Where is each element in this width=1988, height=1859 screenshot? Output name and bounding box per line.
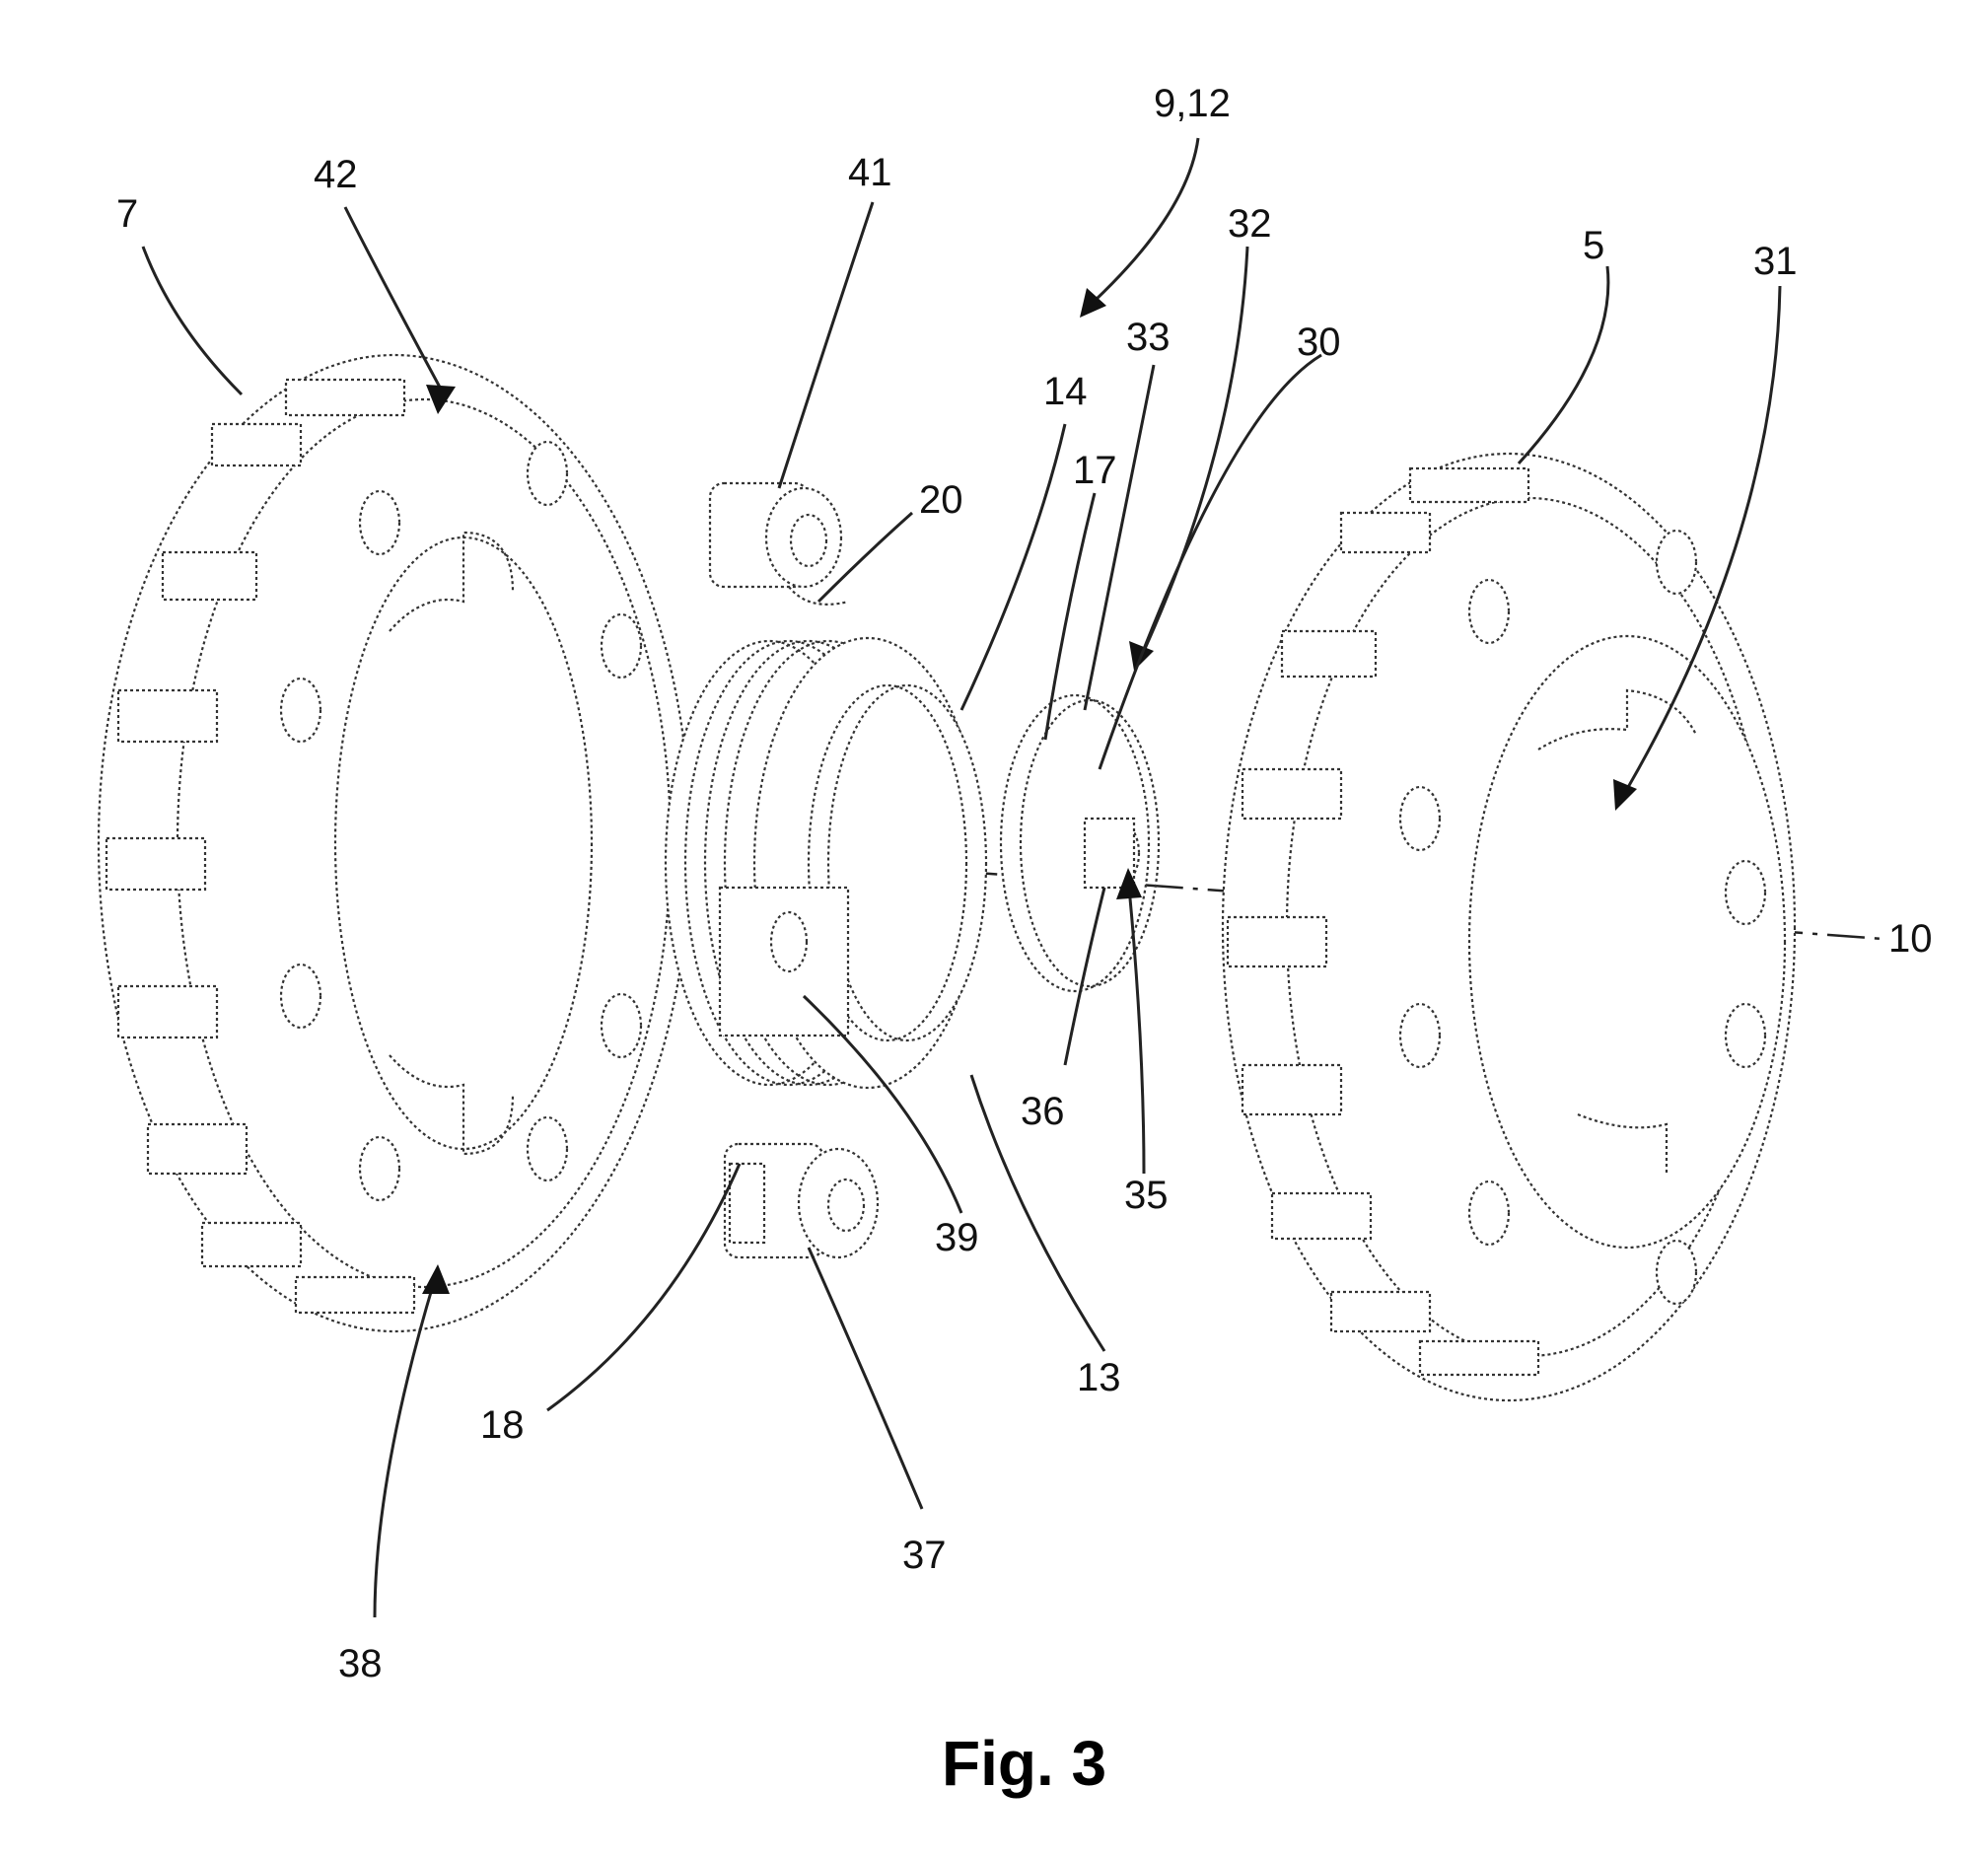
- lower-clamp: [723, 1142, 880, 1259]
- central-coil-sleeve: [664, 636, 988, 1090]
- numeral-17: 17: [1073, 449, 1117, 492]
- numeral-13: 13: [1077, 1356, 1121, 1399]
- numeral-36: 36: [1021, 1090, 1065, 1133]
- numeral-18: 18: [480, 1403, 525, 1447]
- numeral-30: 30: [1297, 321, 1341, 364]
- left-ring-teeth: [105, 378, 416, 1315]
- right-ring-holes: [1398, 529, 1767, 1306]
- reference-numerals: 7 42 41 9,12 32 5 31 33 30 14 17 20 10 3…: [116, 82, 1933, 1685]
- numeral-37: 37: [902, 1534, 947, 1577]
- right-ring-teeth: [1226, 466, 1540, 1377]
- numeral-31: 31: [1753, 240, 1798, 283]
- numeral-41: 41: [848, 151, 892, 194]
- numeral-33: 33: [1126, 316, 1171, 359]
- figure-caption: Fig. 3: [942, 1728, 1106, 1799]
- upper-clamp: [708, 481, 849, 606]
- numeral-42: 42: [314, 153, 358, 196]
- numeral-32: 32: [1228, 202, 1272, 246]
- left-ring-holes: [279, 440, 643, 1202]
- numeral-35: 35: [1124, 1174, 1169, 1217]
- numeral-10: 10: [1888, 917, 1933, 961]
- numeral-39: 39: [935, 1216, 979, 1259]
- numeral-20: 20: [919, 478, 963, 522]
- leader-lines: [141, 137, 1782, 1618]
- left-toothed-ring: [97, 353, 692, 1333]
- right-toothed-ring: [1221, 452, 1797, 1402]
- numeral-38: 38: [338, 1642, 383, 1685]
- numeral-9-12: 9,12: [1154, 82, 1231, 125]
- numeral-7: 7: [116, 192, 138, 236]
- numeral-5: 5: [1583, 224, 1604, 267]
- numeral-14: 14: [1043, 370, 1088, 413]
